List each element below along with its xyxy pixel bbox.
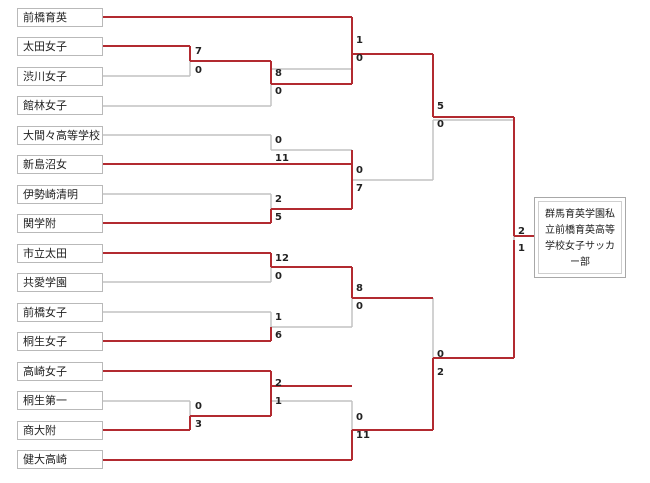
team-box: 商大附: [17, 421, 103, 440]
team-box: 桐生女子: [17, 332, 103, 351]
team-box: 共愛学園: [17, 273, 103, 292]
match-score: 8: [356, 283, 363, 294]
match-score: 0: [195, 65, 202, 76]
match-score: 11: [275, 153, 289, 164]
match-score: 0: [437, 119, 444, 130]
team-box: 館林女子: [17, 96, 103, 115]
team-box: 太田女子: [17, 37, 103, 56]
match-score: 1: [518, 243, 525, 254]
match-score: 7: [356, 183, 363, 194]
match-score: 8: [275, 68, 282, 79]
match-score: 0: [356, 165, 363, 176]
team-box: 高崎女子: [17, 362, 103, 381]
match-score: 1: [275, 396, 282, 407]
team-box: 前橋女子: [17, 303, 103, 322]
match-score: 0: [275, 86, 282, 97]
team-box: 渋川女子: [17, 67, 103, 86]
match-score: 0: [356, 412, 363, 423]
match-score: 0: [356, 301, 363, 312]
match-score: 0: [437, 349, 444, 360]
match-score: 5: [437, 101, 444, 112]
match-score: 1: [275, 312, 282, 323]
match-score: 7: [195, 46, 202, 57]
match-score: 0: [356, 53, 363, 64]
match-score: 0: [275, 135, 282, 146]
match-score: 5: [275, 212, 282, 223]
team-box: 桐生第一: [17, 391, 103, 410]
team-box: 大間々高等学校: [17, 126, 103, 145]
match-score: 12: [275, 253, 289, 264]
match-score: 11: [356, 430, 370, 441]
team-box: 新島沼女: [17, 155, 103, 174]
match-score: 0: [275, 271, 282, 282]
champion-name: 群馬育英学園私立前橋育英高等学校女子サッカー部: [538, 201, 622, 274]
match-score: 2: [518, 226, 525, 237]
team-box: 前橋育英: [17, 8, 103, 27]
team-box: 市立太田: [17, 244, 103, 263]
team-box: 健大高崎: [17, 450, 103, 469]
match-score: 0: [195, 401, 202, 412]
match-score: 1: [356, 35, 363, 46]
match-score: 2: [275, 194, 282, 205]
match-score: 6: [275, 330, 282, 341]
team-box: 関学附: [17, 214, 103, 233]
match-score: 2: [275, 378, 282, 389]
match-score: 2: [437, 367, 444, 378]
champion-box: 群馬育英学園私立前橋育英高等学校女子サッカー部: [534, 197, 626, 278]
team-box: 伊勢崎清明: [17, 185, 103, 204]
match-score: 3: [195, 419, 202, 430]
